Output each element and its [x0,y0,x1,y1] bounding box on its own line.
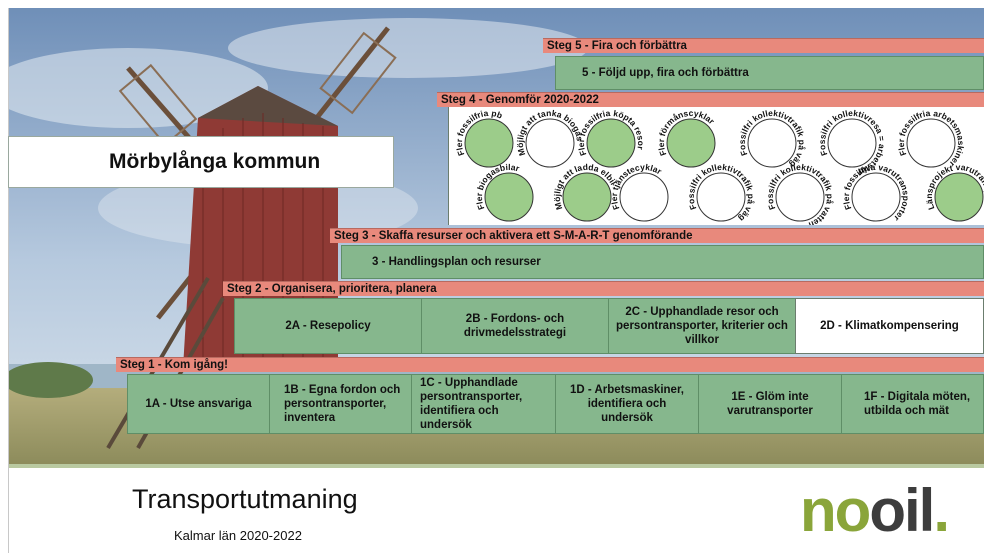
step4-top-circle-shape-0 [464,118,514,168]
step4-top-circle-shape-3 [666,118,716,168]
step4-band: Steg 4 - Genomför 2020-2022 [437,92,984,107]
step4-bottom-circle-shape-0 [484,172,534,222]
step3-box: 3 - Handlingsplan och resurser [341,245,984,279]
step4-bottom-circle-1: Möjligt att ladda elbil [552,162,619,222]
step4-bottom-circle-5: Fler fossilfria varutransporter [841,162,911,224]
municipality-title: Mörbylånga kommun [8,136,394,188]
step4-top-circle-0: Fler fossilfria pb [454,108,514,168]
step2-box-2a: 2A - Resepolicy [234,298,422,354]
step4-top-circle-shape-5 [827,118,877,168]
step1-box-1e: 1E - Glöm inte varutransporter [698,374,842,434]
left-border [8,8,9,553]
logo-oil: oil [869,477,935,544]
footer-title: Transportutmaning [132,484,358,514]
step4-top-circle-shape-2 [586,118,636,168]
step1-box-1f: 1F - Digitala möten, utbilda och mät [841,374,984,434]
step4-bottom-circle-2: Fler tjänstecyklar [609,162,669,222]
step4-bottom-circle-6: Länsprojekt varutransport [924,162,984,222]
step4-top-circle-shape-4 [747,118,797,168]
step4-bottom-circle-4: Fossilfri kollektivtrafik på vatten [765,162,835,225]
photo-divider [8,464,984,468]
step4-top-circle-2: Fler fossilfria köpta resor [576,108,646,168]
step4-bottom-circle-shape-1 [562,172,612,222]
logo-dot: . [933,477,950,544]
footer-subtitle: Kalmar län 2020-2022 [174,528,302,543]
step4-bottom-circle-0: Fler biogasbilar [474,162,534,222]
step4-top-circle-shape-1 [525,118,575,168]
nooil-logo: nooil. [800,477,950,544]
step1-box-1b: 1B - Egna fordon och persontransporter, … [269,374,412,434]
step2-box-2d: 2D - Klimatkompensering [795,298,984,354]
logo-no: no [800,477,871,544]
step4-bottom-circle-3: Fossilfri kollektivtrafik på väg [686,162,756,224]
step4-top-circle-3: Fler förmånscyklar [656,108,717,168]
step3-band: Steg 3 - Skaffa resurser och aktivera et… [330,228,984,243]
step1-box-1d: 1D - Arbetsmaskiner, identifiera och und… [555,374,699,434]
step1-band: Steg 1 - Kom igång! [116,357,984,372]
step4-bottom-circle-shape-2 [619,172,669,222]
step4-bottom-circle-shape-3 [696,172,746,222]
step4-top-circle-5: Fossilfri kollektivresa = arbetstid [817,108,887,177]
step1-box-1a: 1A - Utse ansvariga [127,374,270,434]
step5-band: Steg 5 - Fira och förbättra [543,38,984,53]
step4-bottom-circle-shape-4 [775,172,825,222]
step2-box-2b: 2B - Fordons- och drivmedelsstrategi [421,298,609,354]
step4-top-circle-shape-6 [906,118,956,168]
step4-bottom-circle-shape-5 [851,172,901,222]
step2-box-2c: 2C - Upphandlade resor och persontranspo… [608,298,796,354]
step2-band: Steg 2 - Organisera, prioritera, planera [223,281,984,296]
step5-box: 5 - Följd upp, fira och förbättra [555,56,984,90]
step1-box-1c: 1C - Upphandlade persontransporter, iden… [411,374,556,434]
step4-bottom-circle-shape-6 [934,172,984,222]
